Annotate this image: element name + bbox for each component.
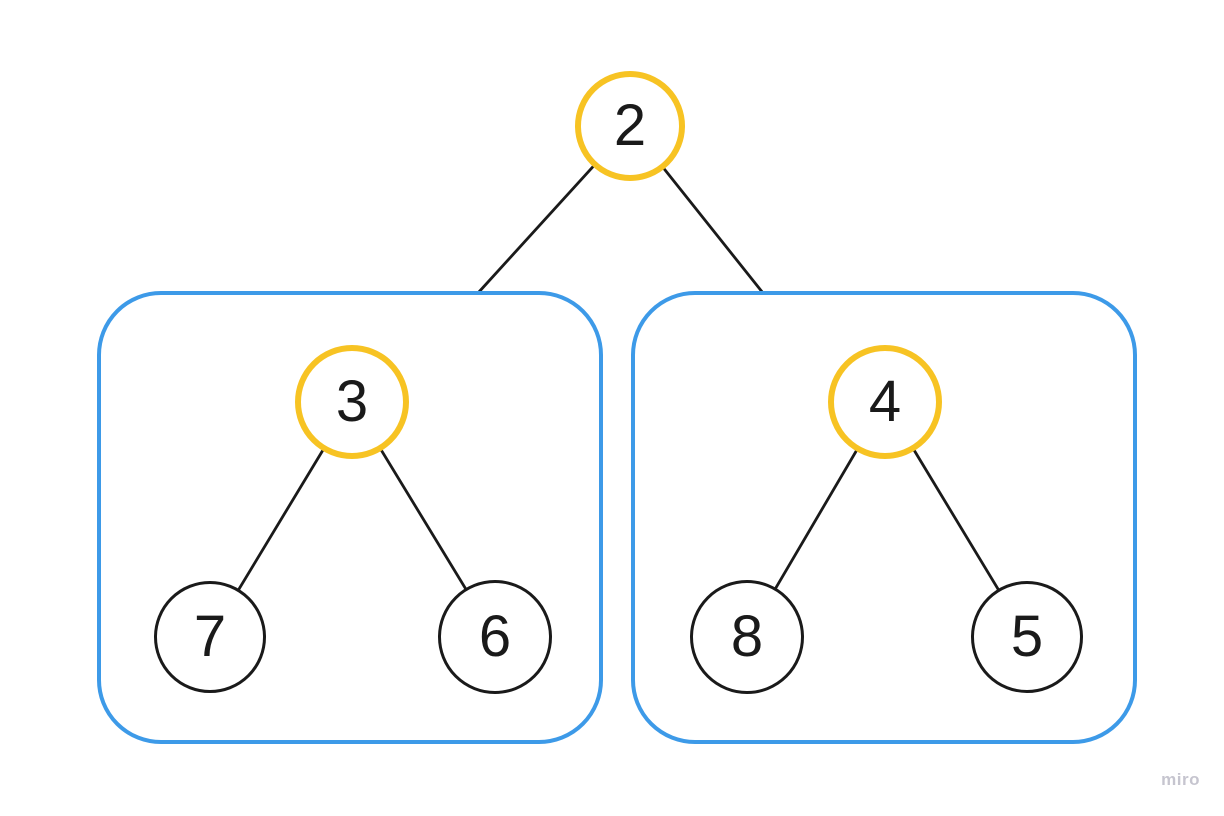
node-label: 4 [868,369,902,434]
tree-node-3[interactable]: 3 [295,345,409,459]
node-label: 2 [613,93,647,158]
right-subtree-group-frame[interactable] [631,291,1137,744]
tree-node-8[interactable]: 8 [690,580,804,694]
left-subtree-group-frame[interactable] [97,291,603,744]
miro-watermark: miro [1161,770,1200,789]
node-label: 6 [478,604,512,669]
tree-node-5[interactable]: 5 [971,581,1083,693]
node-label: 3 [335,369,369,434]
tree-node-4[interactable]: 4 [828,345,942,459]
tree-node-root-2[interactable]: 2 [575,71,685,181]
node-label: 7 [193,604,227,669]
node-label: 8 [730,604,764,669]
tree-node-7[interactable]: 7 [154,581,266,693]
node-label: 5 [1010,604,1044,669]
tree-node-6[interactable]: 6 [438,580,552,694]
